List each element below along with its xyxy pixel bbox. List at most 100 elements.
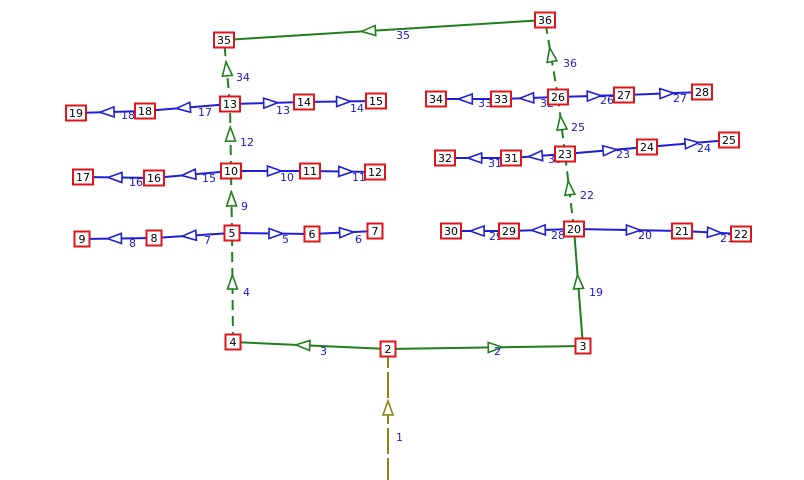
node-box[interactable] (134, 102, 156, 120)
node-20[interactable]: 20 (563, 220, 585, 238)
node-33[interactable]: 33 (490, 90, 512, 108)
edge-18: 18 (75, 105, 146, 122)
node-label: 35 (217, 34, 231, 47)
node-box[interactable] (440, 222, 462, 240)
edge-label: 1 (396, 431, 403, 444)
edge-line (557, 96, 566, 155)
node-13[interactable]: 13 (219, 95, 241, 113)
node-label: 23 (558, 148, 572, 161)
node-box[interactable] (730, 225, 752, 243)
node-box[interactable] (224, 333, 242, 351)
node-label: 22 (734, 228, 748, 241)
edge-2: 2 (387, 341, 584, 358)
node-box[interactable] (213, 31, 235, 49)
node-4[interactable]: 4 (224, 333, 242, 351)
node-box[interactable] (145, 229, 163, 247)
node-box[interactable] (718, 131, 740, 149)
node-9[interactable]: 9 (73, 230, 91, 248)
node-box[interactable] (613, 86, 635, 104)
node-3[interactable]: 3 (574, 337, 592, 355)
arrowhead-icon (266, 164, 284, 178)
node-box[interactable] (366, 222, 384, 240)
node-30[interactable]: 30 (440, 222, 462, 240)
node-box[interactable] (293, 93, 315, 111)
node-box[interactable] (219, 95, 241, 113)
node-box[interactable] (691, 83, 713, 101)
arrowhead-icon (173, 101, 192, 114)
arrowhead-icon (517, 91, 535, 104)
node-label: 16 (147, 172, 161, 185)
edge-label: 12 (240, 136, 254, 149)
node-box[interactable] (636, 138, 658, 156)
node-32[interactable]: 32 (434, 149, 456, 167)
node-label: 34 (429, 93, 443, 106)
node-7[interactable]: 7 (366, 222, 384, 240)
node-label: 4 (230, 336, 237, 349)
edge-12: 12 (224, 103, 254, 172)
node-12[interactable]: 12 (364, 163, 386, 181)
node-box[interactable] (143, 169, 165, 187)
node-34[interactable]: 34 (425, 90, 447, 108)
node-10[interactable]: 10 (220, 162, 242, 180)
node-box[interactable] (554, 145, 576, 163)
node-box[interactable] (425, 90, 447, 108)
node-19[interactable]: 19 (65, 104, 87, 122)
node-31[interactable]: 31 (500, 149, 522, 167)
arrowhead-icon (625, 223, 643, 237)
node-box[interactable] (299, 162, 321, 180)
arrowhead-icon (706, 226, 724, 239)
arrowhead-icon (467, 224, 485, 238)
arrowhead-icon (338, 226, 357, 239)
node-box[interactable] (490, 90, 512, 108)
node-11[interactable]: 11 (299, 162, 321, 180)
node-8[interactable]: 8 (145, 229, 163, 247)
node-box[interactable] (379, 340, 397, 358)
node-26[interactable]: 26 (547, 88, 569, 106)
node-27[interactable]: 27 (613, 86, 635, 104)
node-box[interactable] (223, 224, 241, 242)
node-6[interactable]: 6 (303, 225, 321, 243)
node-18[interactable]: 18 (134, 102, 156, 120)
node-box[interactable] (498, 222, 520, 240)
node-box[interactable] (500, 149, 522, 167)
edge-label: 8 (129, 237, 136, 250)
node-17[interactable]: 17 (72, 168, 94, 186)
node-35[interactable]: 35 (213, 31, 235, 49)
edge-line (230, 170, 233, 234)
edge-27: 27 (623, 87, 703, 105)
node-box[interactable] (534, 11, 556, 29)
node-box[interactable] (364, 163, 386, 181)
node-box[interactable] (220, 162, 242, 180)
arrowhead-icon (658, 87, 677, 100)
node-36[interactable]: 36 (534, 11, 556, 29)
edge-label: 31 (488, 157, 502, 170)
node-box[interactable] (671, 222, 693, 240)
node-14[interactable]: 14 (293, 93, 315, 111)
node-21[interactable]: 21 (671, 222, 693, 240)
edge-label: 5 (282, 233, 289, 246)
node-25[interactable]: 25 (718, 131, 740, 149)
edge-label: 36 (563, 57, 577, 70)
node-5[interactable]: 5 (223, 224, 241, 242)
node-28[interactable]: 28 (691, 83, 713, 101)
node-box[interactable] (72, 168, 94, 186)
node-label: 11 (303, 165, 317, 178)
node-box[interactable] (303, 225, 321, 243)
node-box[interactable] (434, 149, 456, 167)
node-24[interactable]: 24 (636, 138, 658, 156)
node-29[interactable]: 29 (498, 222, 520, 240)
node-box[interactable] (73, 230, 91, 248)
edge-label: 2 (494, 345, 501, 358)
node-box[interactable] (574, 337, 592, 355)
node-23[interactable]: 23 (554, 145, 576, 163)
node-22[interactable]: 22 (730, 225, 752, 243)
node-16[interactable]: 16 (143, 169, 165, 187)
edge-17: 17 (144, 101, 231, 119)
node-15[interactable]: 15 (365, 92, 387, 110)
node-box[interactable] (547, 88, 569, 106)
node-2[interactable]: 2 (379, 340, 397, 358)
node-box[interactable] (65, 104, 87, 122)
edge-35: 35 (223, 19, 546, 42)
node-box[interactable] (365, 92, 387, 110)
node-box[interactable] (563, 220, 585, 238)
